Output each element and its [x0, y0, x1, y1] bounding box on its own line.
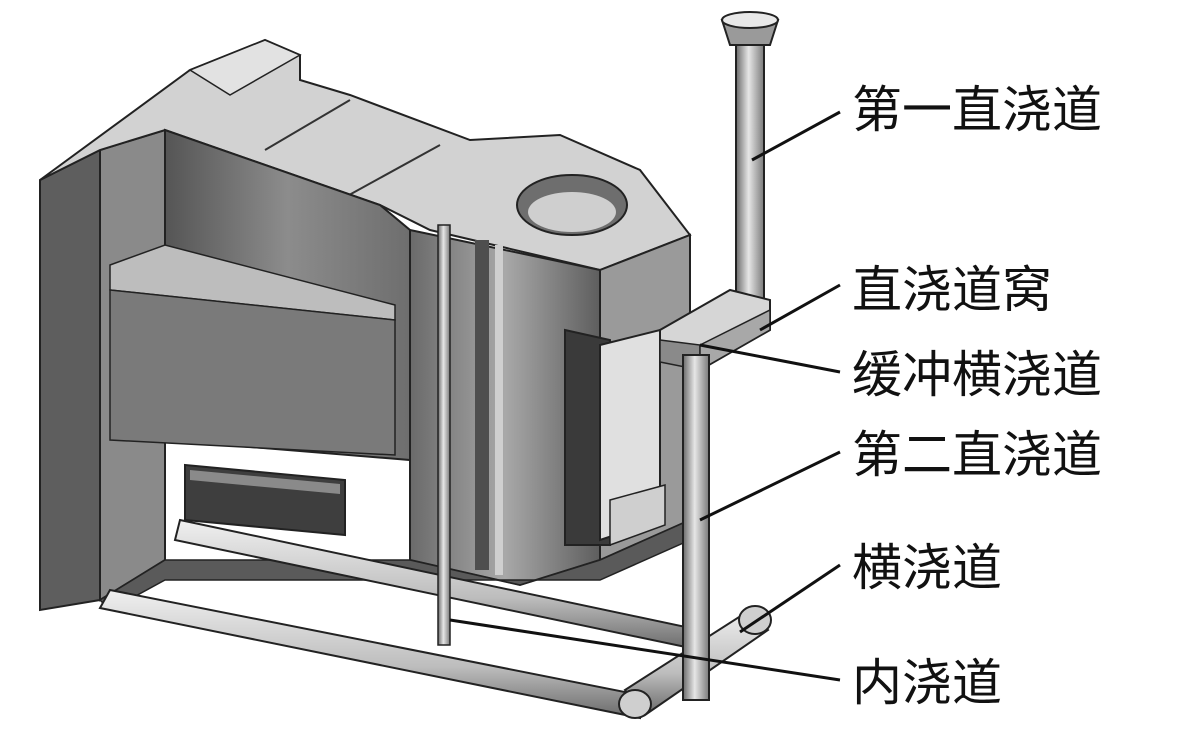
label-runner: 横浇道	[852, 539, 1002, 597]
leader-line-sprue-well	[759, 283, 841, 332]
leader-line-first-sprue	[751, 110, 841, 162]
leader-line-runner	[739, 563, 841, 634]
label-sprue-well: 直浇道窝	[852, 261, 1052, 319]
leader-line-ingate	[449, 618, 841, 682]
ingate	[437, 224, 451, 646]
label-ingate: 内浇道	[852, 654, 1002, 712]
label-buffer-runner: 缓冲横浇道	[852, 346, 1102, 404]
first-sprue	[720, 11, 780, 306]
casting-body	[39, 38, 692, 612]
leader-lines	[449, 110, 841, 682]
label-second-sprue: 第二直浇道	[852, 426, 1102, 484]
label-first-sprue: 第一直浇道	[852, 81, 1102, 139]
second-sprue	[682, 354, 710, 701]
leader-line-buffer-runner	[699, 343, 841, 374]
leader-line-second-sprue	[699, 450, 841, 522]
